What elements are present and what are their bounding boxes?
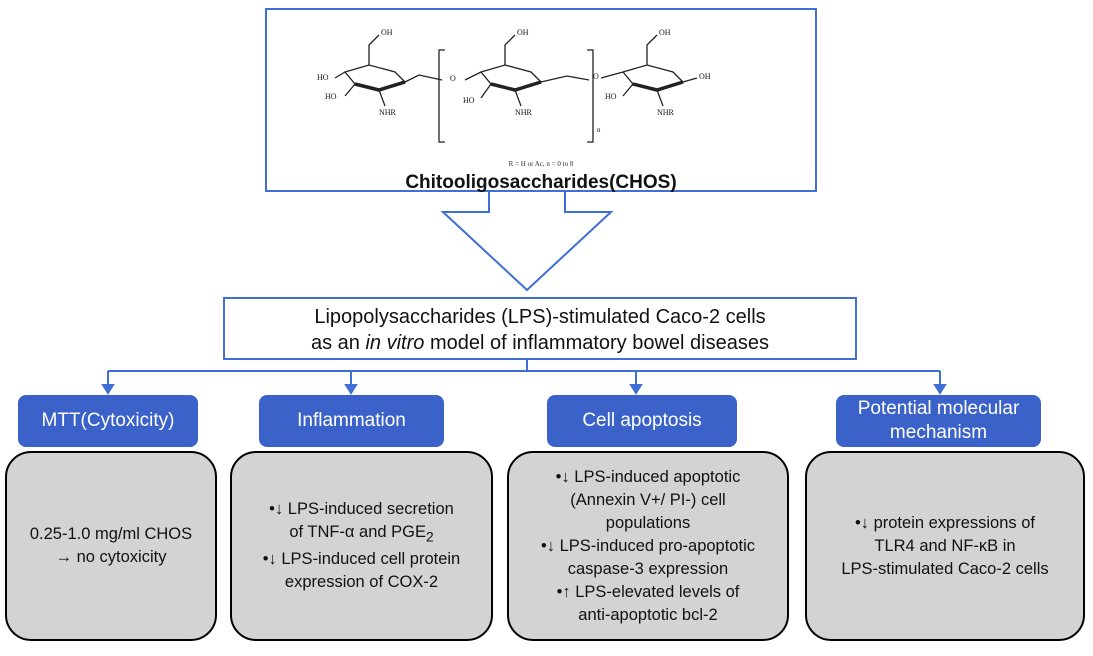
panel-inflammation-line-4: expression of COX-2 (284, 573, 439, 592)
panel-apoptosis-line-5: caspase-3 expression (567, 559, 729, 578)
category-mechanism: Potential molecular mechanism (836, 395, 1041, 447)
panel-mtt-line-1: 0.25-1.0 mg/ml CHOS (29, 525, 193, 543)
panel-inflammation-line-3: •↓ LPS-induced cell protein (262, 550, 461, 569)
panel-apoptosis-line-3: populations (605, 513, 691, 532)
category-inflammation: Inflammation (259, 395, 444, 447)
chem-label-nhr-3: NHR (657, 108, 674, 117)
lps-line-2: as an in vitro model of inflammatory bow… (225, 330, 855, 356)
chem-label-ho-1: HO (317, 73, 329, 82)
panel-inflammation: •↓ LPS-induced secretion of TNF-α and PG… (230, 451, 493, 641)
chem-note: R = H or Ac, n = 0 to 8 (508, 160, 574, 168)
panel-apoptosis: •↓ LPS-induced apoptotic (Annexin V+/ PI… (507, 451, 789, 641)
chem-label-o-1: O (450, 74, 456, 83)
hollow-down-arrow (440, 192, 614, 292)
connector-arrows (101, 371, 947, 395)
category-apoptosis-label: Cell apoptosis (582, 410, 702, 431)
panel-inflammation-line-2: of TNF-α and PGE2 (289, 521, 433, 548)
panel-mechanism: •↓ protein expressions of TLR4 and NF-κB… (805, 451, 1085, 641)
lps-line-2-pre: as an (311, 332, 366, 354)
chem-label-ho-4: HO (605, 92, 617, 101)
category-mechanism-label-1: Potential molecular (857, 398, 1020, 419)
panel-mechanism-line-2: TLR4 and NF-κB in (874, 536, 1016, 555)
lps-line-2-italic: in vitro (365, 332, 425, 354)
panel-apoptosis-line-4: •↓ LPS-induced pro-apoptotic (541, 536, 755, 555)
panel-apoptosis-line-7: anti-apoptotic bcl-2 (578, 605, 718, 624)
panel-mtt-line-2: → no cytoxicity (55, 548, 167, 566)
chem-label-nhr-2: NHR (515, 108, 532, 117)
lps-line-2-post: model of inflammatory bowel diseases (424, 332, 769, 354)
chem-label-oh-3: OH (659, 28, 671, 37)
chem-label-oh-1: OH (381, 28, 393, 37)
category-mechanism-label-2: mechanism (889, 422, 988, 443)
category-apoptosis: Cell apoptosis (547, 395, 737, 447)
chos-structure-box: OH HO HO NHR O OH HO NHR n O OH OH HO NH… (265, 8, 817, 193)
chos-title: Chitooligosaccharides(CHOS) (405, 172, 677, 193)
panel-apoptosis-line-2: (Annexin V+/ PI-) cell (570, 490, 726, 509)
lps-line-1: Lipopolysaccharides (LPS)-stimulated Cac… (314, 306, 766, 328)
panel-mtt: 0.25-1.0 mg/ml CHOS → no cytoxicity (5, 451, 217, 641)
panel-apoptosis-line-6: •↑ LPS-elevated levels of (556, 582, 740, 601)
panel-inflammation-line-2-sub: 2 (426, 529, 434, 545)
category-inflammation-label: Inflammation (297, 410, 406, 431)
chem-label-oh-2: OH (517, 28, 529, 37)
chem-label-n: n (597, 126, 601, 134)
chem-label-ho-3: HO (463, 96, 475, 105)
chem-label-o-2: O (593, 72, 599, 81)
panel-apoptosis-line-1: •↓ LPS-induced apoptotic (555, 467, 741, 486)
panel-mechanism-line-3: LPS-stimulated Caco-2 cells (841, 559, 1049, 578)
panel-inflammation-line-1: •↓ LPS-induced secretion (269, 499, 454, 518)
category-mtt-label: MTT(Cytoxicity) (41, 410, 175, 431)
chem-label-nhr-1: NHR (379, 108, 396, 117)
panel-mechanism-line-1: •↓ protein expressions of (854, 513, 1036, 532)
chem-label-oh-4: OH (699, 72, 711, 81)
chos-structure-drawing (334, 34, 698, 143)
lps-model-box: Lipopolysaccharides (LPS)-stimulated Cac… (223, 297, 857, 360)
category-mtt: MTT(Cytoxicity) (18, 395, 198, 447)
chem-label-ho-2: HO (325, 92, 337, 101)
panel-inflammation-line-2-text: of TNF-α and PGE (289, 522, 427, 541)
